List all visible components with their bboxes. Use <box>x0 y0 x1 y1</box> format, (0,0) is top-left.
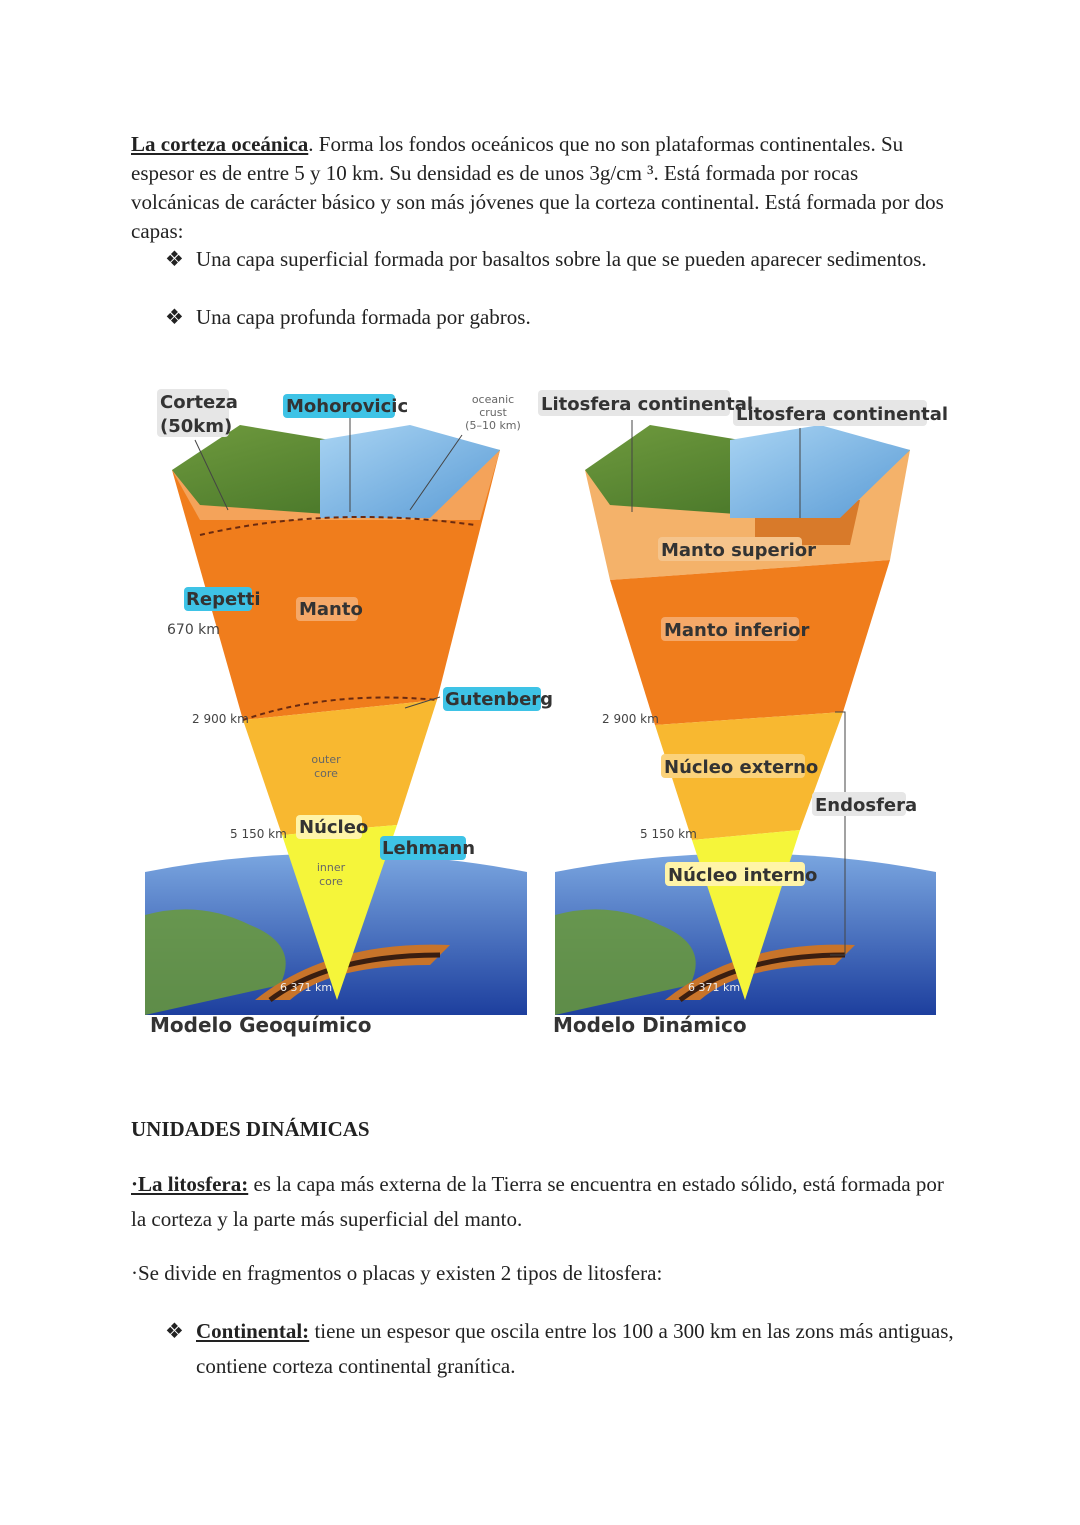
label-nucleo-interno: Núcleo interno <box>668 865 817 886</box>
label-repetti: Repetti <box>186 589 261 610</box>
label-corteza: Corteza <box>160 392 238 413</box>
earth-layers-figure: Corteza (50km) Mohorovicic oceanic crust… <box>145 389 948 1037</box>
label-manto-superior: Manto superior <box>661 540 816 561</box>
label-inner: inner <box>317 861 346 874</box>
label-nucleo-externo: Núcleo externo <box>664 757 818 778</box>
label-oceanic: oceanic <box>472 393 514 406</box>
label-2900km: 2 900 km <box>602 712 659 726</box>
label-6371km: 6 371 km <box>280 981 332 994</box>
litosfera-paragraph: ·La litosfera: es la capa más externa de… <box>131 1167 951 1237</box>
label-litosfera-continental-2: Litosfera continental <box>736 404 948 425</box>
bullet-diamond-icon: ❖ <box>165 305 184 329</box>
label-corteza-km: (50km) <box>160 416 232 437</box>
section-heading: UNIDADES DINÁMICAS <box>131 1117 370 1141</box>
label-manto-inferior: Manto inferior <box>664 620 810 641</box>
label-endosfera: Endosfera <box>815 795 917 816</box>
continental-bullet: ❖ Continental: tiene un espesor que osci… <box>165 1314 956 1384</box>
litosfera-title: ·La litosfera: <box>131 1172 249 1196</box>
label-inner-core: core <box>319 875 343 888</box>
label-5150km: 5 150 km <box>230 827 287 841</box>
label-5150km: 5 150 km <box>640 827 697 841</box>
intro-bullet-2: ❖ Una capa profunda formada por gabros. <box>165 303 956 332</box>
ocean-surface <box>730 425 910 518</box>
caption-dynamic: Modelo Dinámico <box>553 1013 747 1037</box>
bullet-diamond-icon: ❖ <box>165 1319 184 1343</box>
inner-core-layer <box>282 825 397 1000</box>
outer-core-layer <box>243 700 437 835</box>
globe-land <box>145 909 286 1015</box>
bullet-text: Una capa superficial formada por basalto… <box>196 247 927 271</box>
ocean-surface <box>320 425 500 518</box>
label-oceanic-km: (5–10 km) <box>465 419 521 432</box>
label-litosfera-continental-1: Litosfera continental <box>541 394 753 415</box>
divide-paragraph: ·Se divide en fragmentos o placas y exis… <box>131 1261 663 1285</box>
label-manto: Manto <box>299 599 363 620</box>
label-nucleo: Núcleo <box>299 817 368 838</box>
label-mohorovicic: Mohorovicic <box>286 396 408 417</box>
continental-text: tiene un espesor que oscila entre los 10… <box>196 1319 954 1378</box>
label-outer-core: core <box>314 767 338 780</box>
label-gutenberg: Gutenberg <box>445 689 553 710</box>
bullet-text: Una capa profunda formada por gabros. <box>196 305 531 329</box>
continental-title: Continental: <box>196 1319 310 1343</box>
intro-bullet-1: ❖ Una capa superficial formada por basal… <box>165 245 956 274</box>
caption-geochemical: Modelo Geoquímico <box>150 1013 372 1037</box>
geochemical-model <box>145 389 541 1015</box>
label-oceanic-crust: crust <box>479 406 507 419</box>
bullet-diamond-icon: ❖ <box>165 247 184 271</box>
intro-title: La corteza oceánica <box>131 132 309 156</box>
label-6371km: 6 371 km <box>688 981 740 994</box>
intro-paragraph: La corteza oceánica. Forma los fondos oc… <box>131 130 951 246</box>
label-2900km: 2 900 km <box>192 712 249 726</box>
label-lehmann: Lehmann <box>382 838 475 859</box>
intro-text: . Forma los fondos oceánicos que no son … <box>131 132 944 243</box>
lower-mantle-layer <box>610 560 890 725</box>
label-670km: 670 km <box>167 622 220 638</box>
dynamic-model <box>538 390 936 1015</box>
label-outer: outer <box>311 753 341 766</box>
globe-land <box>555 909 696 1015</box>
litosfera-text: es la capa más externa de la Tierra se e… <box>131 1172 944 1231</box>
